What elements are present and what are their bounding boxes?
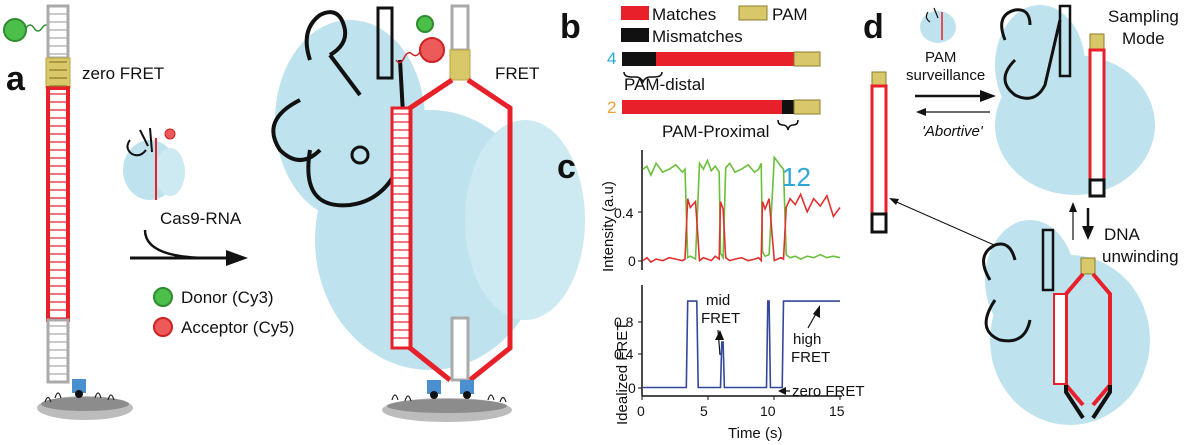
mid-fret-label-1: mid (706, 292, 730, 309)
donor-legend-label: Donor (Cy3) (181, 288, 274, 307)
small-acceptor-icon (164, 128, 176, 140)
cas9-lobe-right (465, 120, 585, 320)
legend-pam-label: PAM (772, 5, 808, 24)
mid-fret-label-2: FRET (701, 310, 740, 327)
zero-fret-label: zero FRET (82, 64, 164, 83)
small-cas9-top-icon (920, 11, 956, 43)
x-tick-10: 10 (760, 403, 776, 419)
legend-matches-label: Matches (652, 5, 716, 24)
row1-mismatch (622, 52, 656, 66)
pam-surveillance-line1: PAM (925, 49, 956, 66)
row2-pam (793, 99, 821, 115)
row2-number: 2 (607, 98, 616, 117)
fret-tick-08: 0.8 (614, 314, 634, 330)
x-tick-5: 5 (700, 403, 708, 419)
unwound-guide-rna (982, 242, 1032, 343)
unwound-hybrid (1053, 293, 1067, 385)
cas9-rna-label: Cas9-RNA (160, 209, 242, 228)
row1-pam (793, 51, 821, 67)
legend-mismatches-swatch (621, 28, 649, 42)
pam-surveillance-line2: surveillance (906, 67, 985, 84)
fret-label: FRET (495, 64, 539, 83)
x-tick-15: 15 (829, 403, 845, 419)
fret-acceptor-icon (419, 37, 445, 63)
x-axis-label: Time (s) (728, 425, 782, 442)
neutravidin-icon (72, 379, 86, 393)
row1-number: 4 (607, 49, 616, 68)
panel-a: a zero FRET Cas9-RNA Donor (Cy3) Acc (3, 4, 585, 422)
sampling-mode-line2: Mode (1122, 29, 1165, 48)
intensity-ylabel: Intensity (a.u) (600, 181, 617, 272)
donor-intensity-trace (642, 155, 841, 261)
row1-brace (623, 71, 663, 85)
row2-mismatch (782, 100, 794, 114)
molecule-number: 12 (782, 162, 811, 192)
intensity-tick-0: 0 (628, 253, 636, 269)
fret-dna-top (450, 4, 470, 52)
donor-dye-icon (3, 18, 27, 42)
unwound-pam (1080, 257, 1096, 275)
panel-c: c Intensity (a.u) 0.4 0 12 Idealized FRE… (557, 148, 865, 442)
dna-rungs (49, 13, 67, 375)
panel-b: b Matches PAM Mismatches 4 PAM-distal 2 … (560, 5, 821, 141)
free-dna (870, 84, 888, 216)
idealized-fret-plot: Idealized FRET 0.8 0.4 0 0 5 10 15 Time … (614, 285, 865, 442)
peg-brushes (44, 392, 115, 403)
free-dna-pam (871, 71, 887, 87)
fret-tick-0: 0 (628, 380, 636, 396)
legend-matches-swatch (621, 6, 649, 20)
fret-pam (449, 49, 471, 81)
panel-d: d PAM surveillance 'Abortive' Sampling M… (863, 4, 1179, 425)
row2-label: PAM-Proximal (662, 122, 769, 141)
acceptor-legend-label: Acceptor (Cy5) (181, 318, 294, 337)
unwound-strand-right (466, 77, 513, 382)
row1-matches (656, 52, 794, 66)
fret-dna-bottom (450, 316, 470, 382)
high-fret-label-1: high (793, 331, 821, 348)
idealized-fret-trace (643, 300, 840, 389)
row2-matches (622, 100, 782, 114)
target-dna-red (46, 86, 70, 322)
panel-a-label: a (6, 60, 26, 98)
sampling-dna (1088, 48, 1106, 182)
panel-d-label: d (863, 8, 884, 46)
small-guide-rna (126, 127, 153, 157)
donor-legend-icon (153, 287, 173, 307)
pam-segment (45, 57, 71, 89)
abortive-label: 'Abortive' (922, 123, 984, 140)
guide-rna-stem (376, 6, 394, 80)
panel-c-label: c (557, 148, 576, 186)
sampling-cas9-body (995, 55, 1155, 195)
binding-arrow-curve (143, 229, 211, 260)
fret-donor-icon (416, 15, 434, 33)
dna-unwinding-line2: unwinding (1102, 247, 1179, 266)
sampling-pam (1089, 33, 1105, 51)
panel-b-label: b (560, 8, 581, 46)
back-arrow (891, 199, 1011, 253)
intensity-plot: Intensity (a.u) 0.4 0 12 (600, 150, 841, 272)
high-fret-label-2: FRET (791, 349, 830, 366)
acceptor-intensity-trace (642, 192, 841, 264)
dna-bottom-gray (46, 318, 70, 384)
row1-label: PAM-distal (624, 75, 705, 94)
rna-dna-hybrid (390, 106, 412, 350)
fret-ylabel: Idealized FRET (614, 322, 631, 425)
zero-fret-label: zero FRET (792, 383, 865, 400)
arrow-head-icon (226, 250, 248, 266)
acceptor-legend-icon (153, 317, 173, 337)
intensity-tick-04: 0.4 (614, 205, 634, 221)
dna-unwinding-line1: DNA (1104, 225, 1141, 244)
legend-mismatches-label: Mismatches (652, 27, 743, 46)
sampling-guide-rna (1000, 8, 1062, 100)
unwound-d-right (1091, 272, 1112, 407)
sampling-mode-line1: Sampling (1108, 7, 1179, 26)
guide-rna-hairpin1 (304, 10, 348, 61)
legend-pam-swatch (738, 5, 768, 21)
x-tick-0: 0 (637, 403, 645, 419)
fret-tick-04: 0.4 (614, 346, 634, 362)
row2-brace (777, 119, 799, 131)
